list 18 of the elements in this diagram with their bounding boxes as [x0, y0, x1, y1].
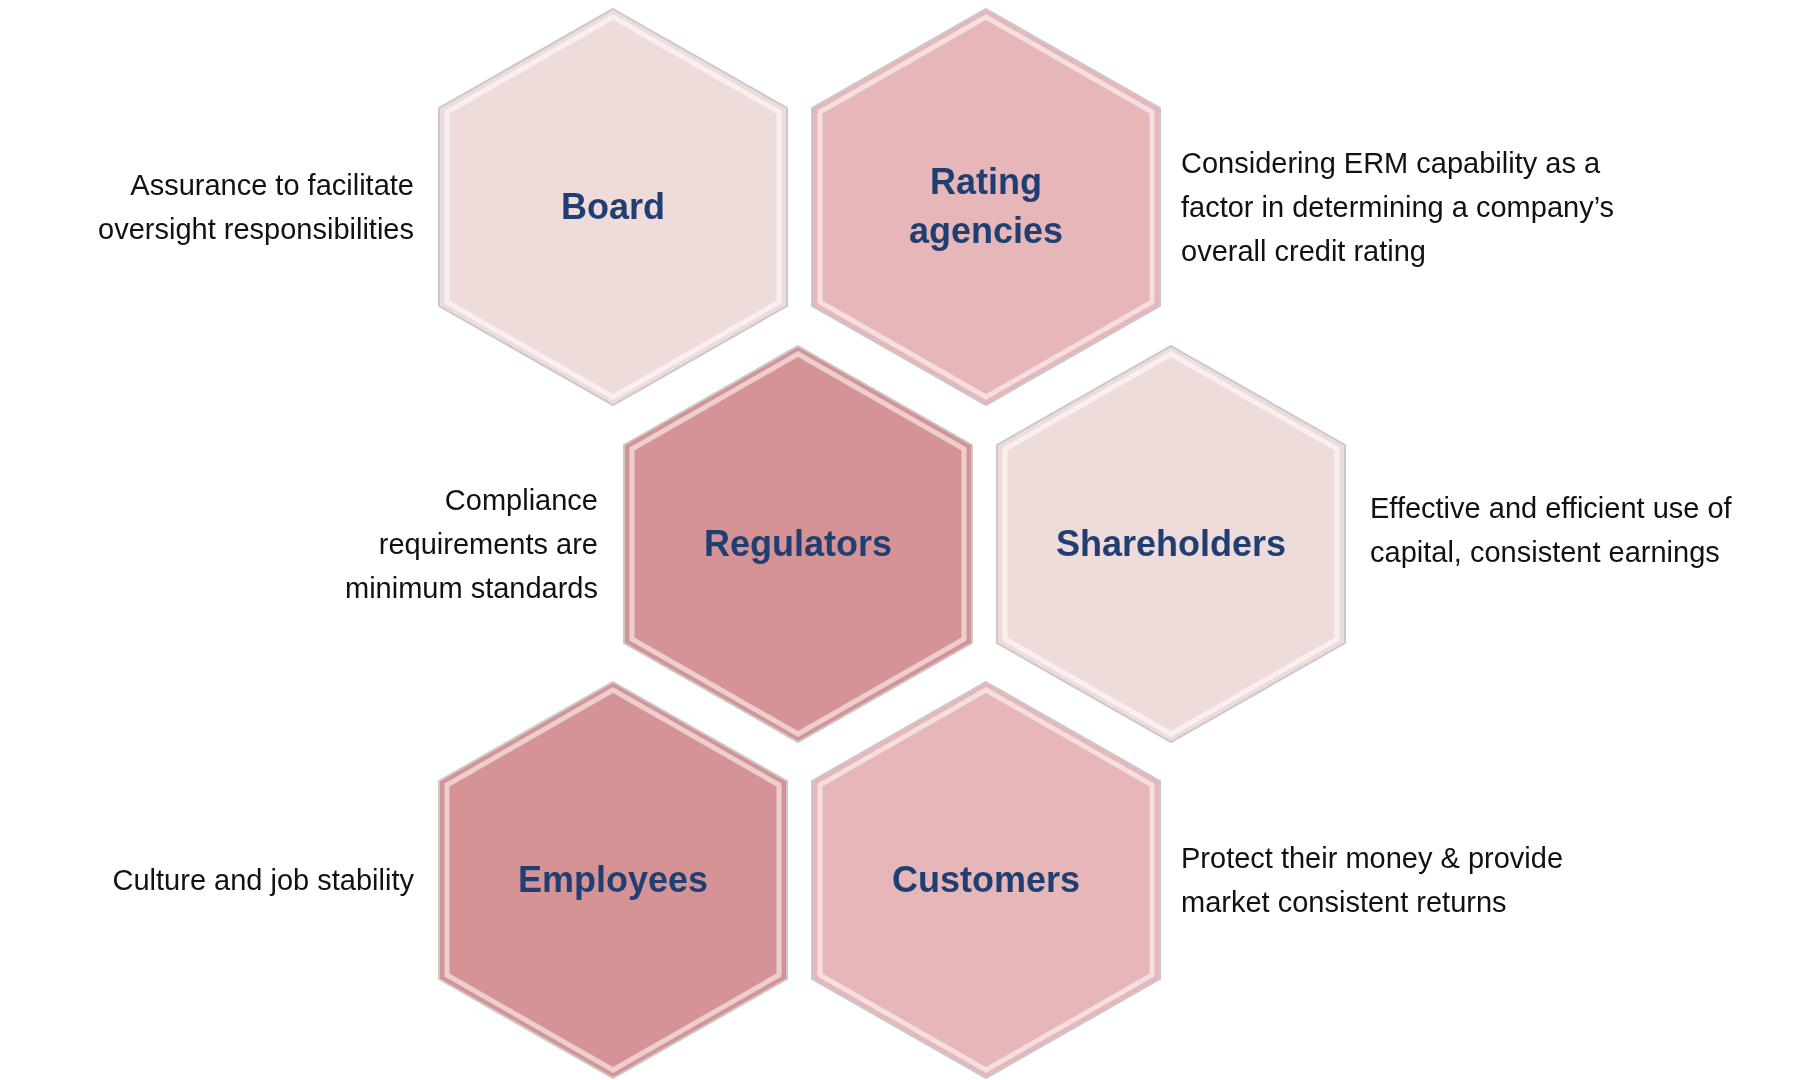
- side-note: Protect their money & provide market consistent returns: [1181, 841, 1564, 920]
- hexagon: [812, 682, 1160, 1078]
- side-note: Considering ERM capability as a factor in determining a company’s overall credit rating: [1181, 146, 1616, 269]
- hexagon: [812, 9, 1160, 405]
- hexagon-label: Customers: [890, 857, 1082, 902]
- hexagon-label: Regulators: [702, 521, 893, 566]
- hexagon-label: Shareholders: [1054, 521, 1288, 566]
- hexagon: [624, 346, 972, 742]
- side-note: Culture and job stability: [111, 863, 414, 898]
- side-note: Compliance requirements are minimum standards: [343, 483, 598, 606]
- hexagon: [997, 346, 1345, 742]
- side-note: Assurance to facilitate oversight responsibilities: [97, 168, 414, 247]
- hexagon-label: Employees: [516, 857, 710, 902]
- hexagon: [439, 9, 787, 405]
- hexagon: [439, 682, 787, 1078]
- hexagon-label: Rating agencies: [907, 160, 1065, 253]
- side-note: Effective and efficient use of capital, consistent earnings: [1370, 491, 1733, 570]
- hexagon-label: Board: [560, 184, 666, 229]
